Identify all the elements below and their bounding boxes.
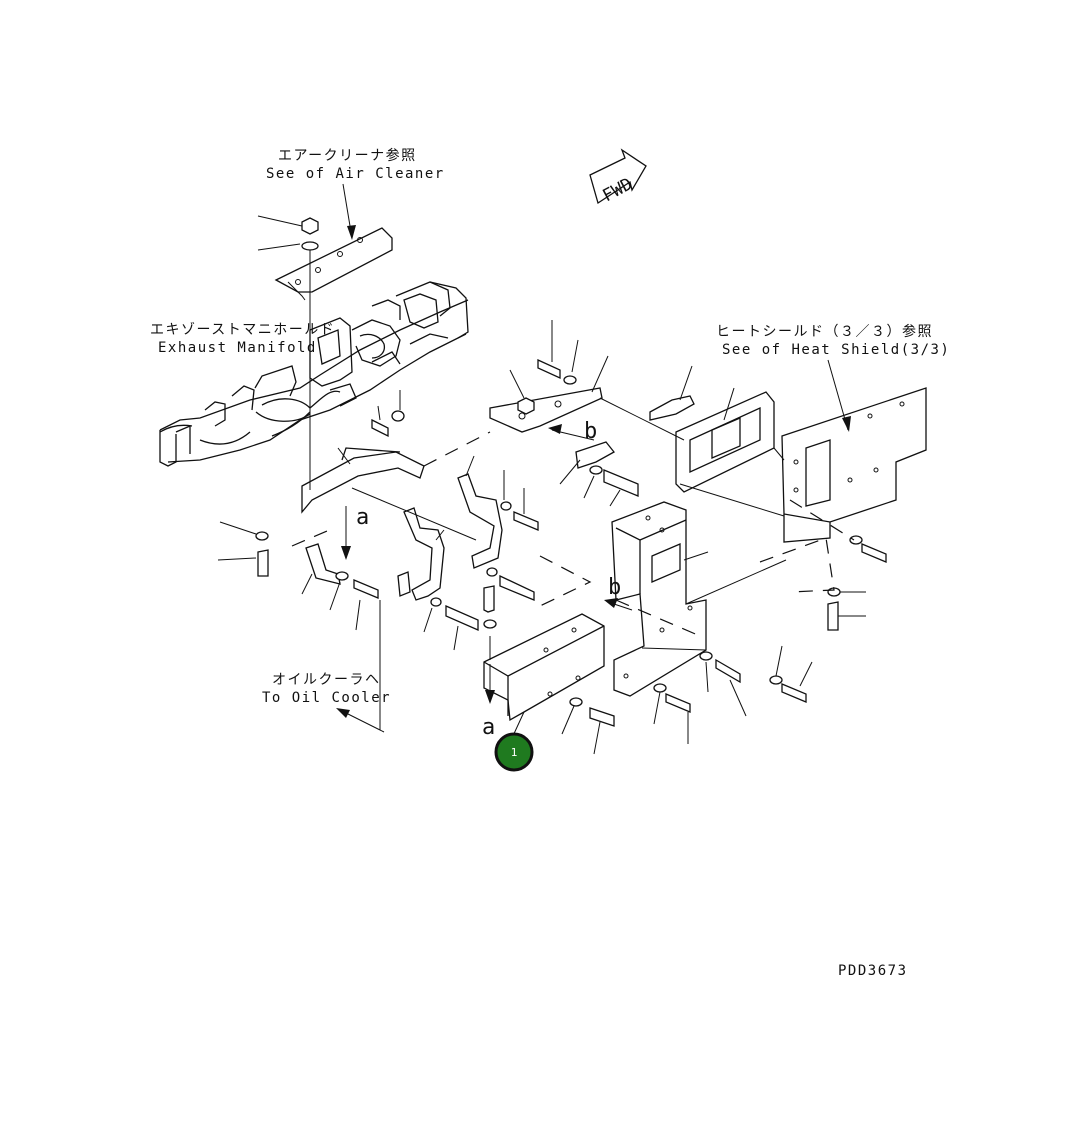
oil-cooler-leader: [336, 708, 381, 731]
oil-cooler-label-en: To Oil Cooler: [262, 690, 391, 706]
support-stand: [611, 501, 707, 697]
upper-bracket: [489, 358, 603, 433]
exhaust-manifold-label-jp: エキゾーストマニホールド: [150, 322, 335, 338]
view-a-label-upper: a: [356, 505, 369, 530]
heat-shield-panel: [781, 387, 927, 543]
view-marker-a-lower: a: [482, 664, 495, 740]
air-cleaner-bracket: [274, 227, 393, 301]
heat-shield-leader: [827, 359, 851, 432]
view-marker-b-upper: b: [548, 419, 597, 444]
connection-lines: [351, 397, 787, 739]
view-marker-b-lower: b: [604, 575, 633, 611]
exhaust-manifold: [159, 281, 469, 467]
view-a-label-lower: a: [482, 715, 495, 740]
clamp-right: [457, 473, 539, 601]
callout-number: 1: [511, 746, 518, 759]
long-bracket-left: [301, 410, 425, 514]
cover-bracket-top: [649, 391, 775, 493]
air-cleaner-label-en: See of Air Cleaner: [266, 166, 445, 182]
air-cleaner-leader: [342, 183, 356, 240]
air-cleaner-label-jp: エアークリーナ参照: [278, 147, 417, 164]
view-marker-a-upper: a: [341, 505, 369, 560]
bolt-vertical: [483, 585, 497, 629]
phantom-lines: [291, 431, 855, 637]
bolts-left: [255, 531, 269, 577]
view-b-label-upper: b: [584, 419, 597, 444]
drawing-number: PDD3673: [838, 963, 908, 979]
heat-shield-label-jp: ヒートシールド（３／３）参照: [716, 323, 933, 340]
exhaust-manifold-label-en: Exhaust Manifold: [158, 340, 317, 356]
fwd-label: FWD: [599, 174, 636, 206]
fwd-arrow: FWD: [589, 148, 647, 206]
callout-part-1[interactable]: 1: [494, 732, 534, 772]
clamp-middle: [403, 507, 479, 631]
middle-bracket: [575, 441, 639, 497]
clamp-left: [305, 543, 411, 599]
heat-shield-part-1: [483, 613, 605, 722]
view-b-label-lower: b: [608, 575, 621, 600]
oil-cooler-label-jp: オイルクーラヘ: [272, 672, 381, 688]
bolts-bottom: [569, 651, 807, 727]
leader-lines: [217, 320, 866, 755]
heat-shield-label-en: See of Heat Shield(3/3): [722, 342, 950, 358]
